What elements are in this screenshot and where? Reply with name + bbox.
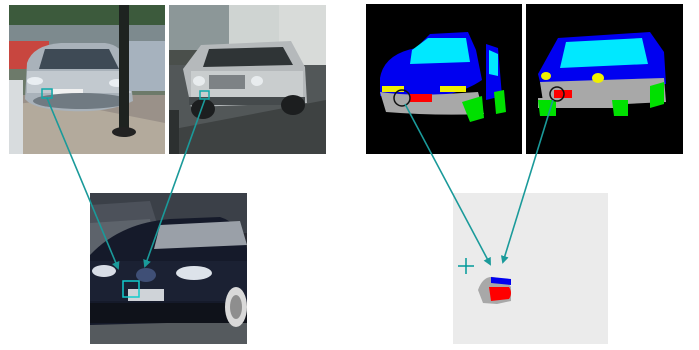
photo-silver-jeep-suv bbox=[169, 5, 326, 154]
segmentation-query-result bbox=[453, 193, 608, 344]
segmentation-car-side-view bbox=[366, 4, 522, 154]
photo-dark-car-query bbox=[90, 193, 247, 344]
segmap-panel-query bbox=[453, 193, 608, 344]
segmentation-suv-front-view bbox=[526, 4, 683, 154]
photo-panel-query bbox=[90, 193, 247, 344]
photo-seat-hatchback bbox=[9, 5, 165, 154]
photo-panel-top-right bbox=[169, 5, 326, 154]
photo-panel-top-left bbox=[9, 5, 165, 154]
segmap-panel-left bbox=[366, 4, 522, 154]
segmap-panel-right bbox=[526, 4, 683, 154]
